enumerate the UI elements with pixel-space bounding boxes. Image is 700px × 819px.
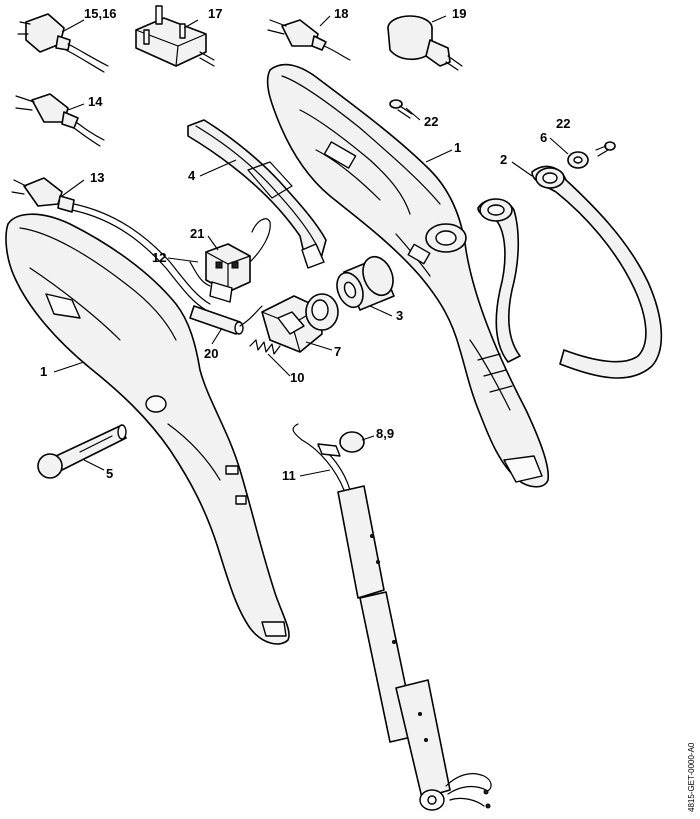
callout-8-9: 8,9 xyxy=(376,426,394,441)
cap-button xyxy=(305,293,339,331)
callout-6: 6 xyxy=(540,130,547,145)
callout-10: 10 xyxy=(290,370,304,385)
callout-labels: 15,16 17 18 19 14 22 22 1 1 4 6 2 13 21 … xyxy=(40,6,570,483)
callout-3: 3 xyxy=(396,308,403,323)
callout-20: 20 xyxy=(204,346,218,361)
rail-4 xyxy=(187,119,327,269)
plug-18 xyxy=(267,19,351,61)
callout-22-right: 22 xyxy=(556,116,570,131)
callout-19: 19 xyxy=(452,6,466,21)
callout-22-left: 22 xyxy=(424,114,438,129)
screw-22-left xyxy=(389,99,413,119)
callout-15-16: 15,16 xyxy=(84,6,117,21)
plug-8-9 xyxy=(339,431,365,453)
callout-13: 13 xyxy=(90,170,104,185)
sleeve-20 xyxy=(189,305,263,335)
reference-code: 4815-GET-0000-A0 xyxy=(687,742,696,812)
housing-half-1-right xyxy=(266,63,550,488)
switch-21 xyxy=(205,243,251,303)
callout-18: 18 xyxy=(334,6,348,21)
callout-11: 11 xyxy=(282,468,296,483)
plug-17 xyxy=(135,5,215,67)
loop-handle-2 xyxy=(477,165,663,379)
pin-5 xyxy=(37,424,127,479)
screw-22-right xyxy=(595,141,616,157)
callout-12: 12 xyxy=(152,250,166,265)
shaft-tube xyxy=(337,485,492,811)
cable-11 xyxy=(292,423,351,491)
cable-12 xyxy=(189,218,271,287)
callout-7: 7 xyxy=(334,344,341,359)
callout-2: 2 xyxy=(500,152,507,167)
plug-15-16 xyxy=(17,13,109,73)
callout-1-right: 1 xyxy=(454,140,461,155)
spring-10 xyxy=(249,339,281,355)
plug-19 xyxy=(387,15,463,71)
callout-5: 5 xyxy=(106,466,113,481)
plug-13-cable xyxy=(11,177,211,311)
housing-half-1-left xyxy=(5,213,290,645)
plug-14 xyxy=(15,93,105,147)
leader-lines xyxy=(53,15,569,477)
callout-14: 14 xyxy=(88,94,103,109)
bushing-3 xyxy=(336,255,395,311)
callout-21: 21 xyxy=(190,226,204,241)
callout-4: 4 xyxy=(188,168,196,183)
callout-17: 17 xyxy=(208,6,222,21)
nut-6 xyxy=(567,151,589,169)
callout-1-left: 1 xyxy=(40,364,47,379)
